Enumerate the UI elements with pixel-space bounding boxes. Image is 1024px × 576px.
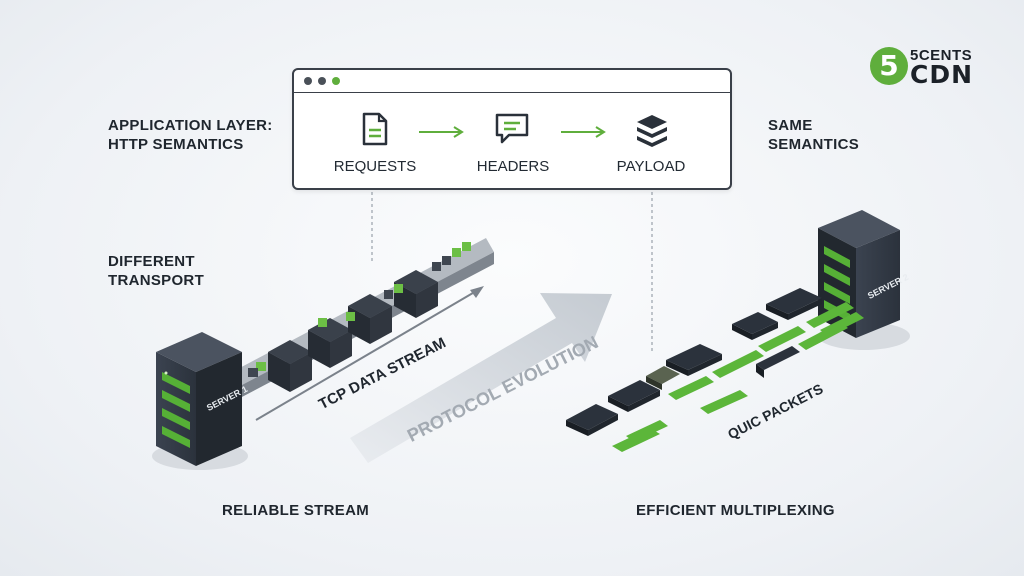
tcp-packet bbox=[442, 256, 451, 265]
quic-packet-green bbox=[626, 420, 668, 442]
chat-bubble-icon bbox=[495, 113, 529, 144]
tcp-stream bbox=[232, 238, 494, 421]
flow-arrow-icon bbox=[561, 126, 606, 138]
different-transport-line1: DIFFERENT bbox=[108, 253, 195, 270]
tcp-packet bbox=[384, 290, 393, 299]
step-label-payload: PAYLOAD bbox=[616, 158, 686, 175]
window-dot-green-icon bbox=[332, 77, 340, 85]
same-semantics-line2: SEMANTICS bbox=[768, 136, 860, 153]
quic-packet-dark bbox=[666, 344, 722, 376]
tcp-packet bbox=[318, 318, 327, 327]
different-transport-label: DIFFERENT TRANSPORT bbox=[108, 252, 204, 290]
logo-top-text: 5CENTS bbox=[910, 47, 973, 64]
tcp-packet bbox=[394, 284, 403, 293]
application-window: REQUESTS HEADERS PAYLOAD bbox=[292, 68, 732, 190]
reliable-stream-caption: RELIABLE STREAM bbox=[222, 502, 369, 519]
logo: 5 5CENTS CDN bbox=[870, 45, 980, 91]
quic-packet-green bbox=[668, 376, 714, 400]
tcp-packet bbox=[452, 248, 461, 257]
quic-packets bbox=[566, 288, 864, 452]
tcp-packet bbox=[256, 362, 266, 371]
application-layer-label: APPLICATION LAYER: HTTP SEMANTICS bbox=[108, 116, 273, 154]
application-layer-line1: APPLICATION LAYER: bbox=[108, 117, 273, 134]
flow-arrow-icon bbox=[419, 126, 464, 138]
quic-packet-green bbox=[806, 302, 854, 328]
logo-bottom-text: CDN bbox=[910, 60, 974, 89]
quic-packet-green bbox=[758, 326, 806, 352]
tcp-packet bbox=[346, 312, 355, 321]
quic-packet-green bbox=[700, 390, 748, 414]
window-dot-icon bbox=[304, 77, 312, 85]
step-label-requests: REQUESTS bbox=[333, 158, 417, 175]
quic-packet-dark bbox=[766, 288, 822, 320]
quic-packet-small bbox=[646, 366, 680, 390]
application-layer-line2: HTTP SEMANTICS bbox=[108, 136, 244, 153]
step-label-headers: HEADERS bbox=[476, 158, 550, 175]
layers-stack-icon bbox=[637, 115, 667, 147]
same-semantics-line1: SAME bbox=[768, 117, 813, 134]
quic-packet-dark bbox=[566, 404, 618, 436]
window-dot-icon bbox=[318, 77, 326, 85]
logo-badge: 5 bbox=[870, 47, 908, 85]
server-1 bbox=[152, 332, 248, 470]
tcp-segment bbox=[308, 318, 352, 368]
document-icon bbox=[362, 112, 388, 146]
quic-packet-dark bbox=[732, 312, 778, 340]
protocol-evolution-arrow bbox=[350, 293, 612, 463]
efficient-multiplexing-caption: EFFICIENT MULTIPLEXING bbox=[636, 502, 835, 519]
different-transport-line2: TRANSPORT bbox=[108, 272, 205, 289]
quic-packet-green bbox=[820, 312, 864, 336]
tcp-packet bbox=[432, 262, 441, 271]
same-semantics-label: SAME SEMANTICS bbox=[768, 116, 859, 154]
window-title-bar bbox=[294, 70, 730, 93]
server-1-slots bbox=[162, 371, 190, 448]
tcp-segment bbox=[268, 340, 312, 392]
quic-packet-dark bbox=[608, 380, 660, 412]
tcp-packet bbox=[248, 368, 258, 377]
tcp-packet bbox=[462, 242, 471, 251]
quic-packet-green bbox=[712, 350, 764, 378]
quic-packet-dark bbox=[756, 346, 800, 378]
